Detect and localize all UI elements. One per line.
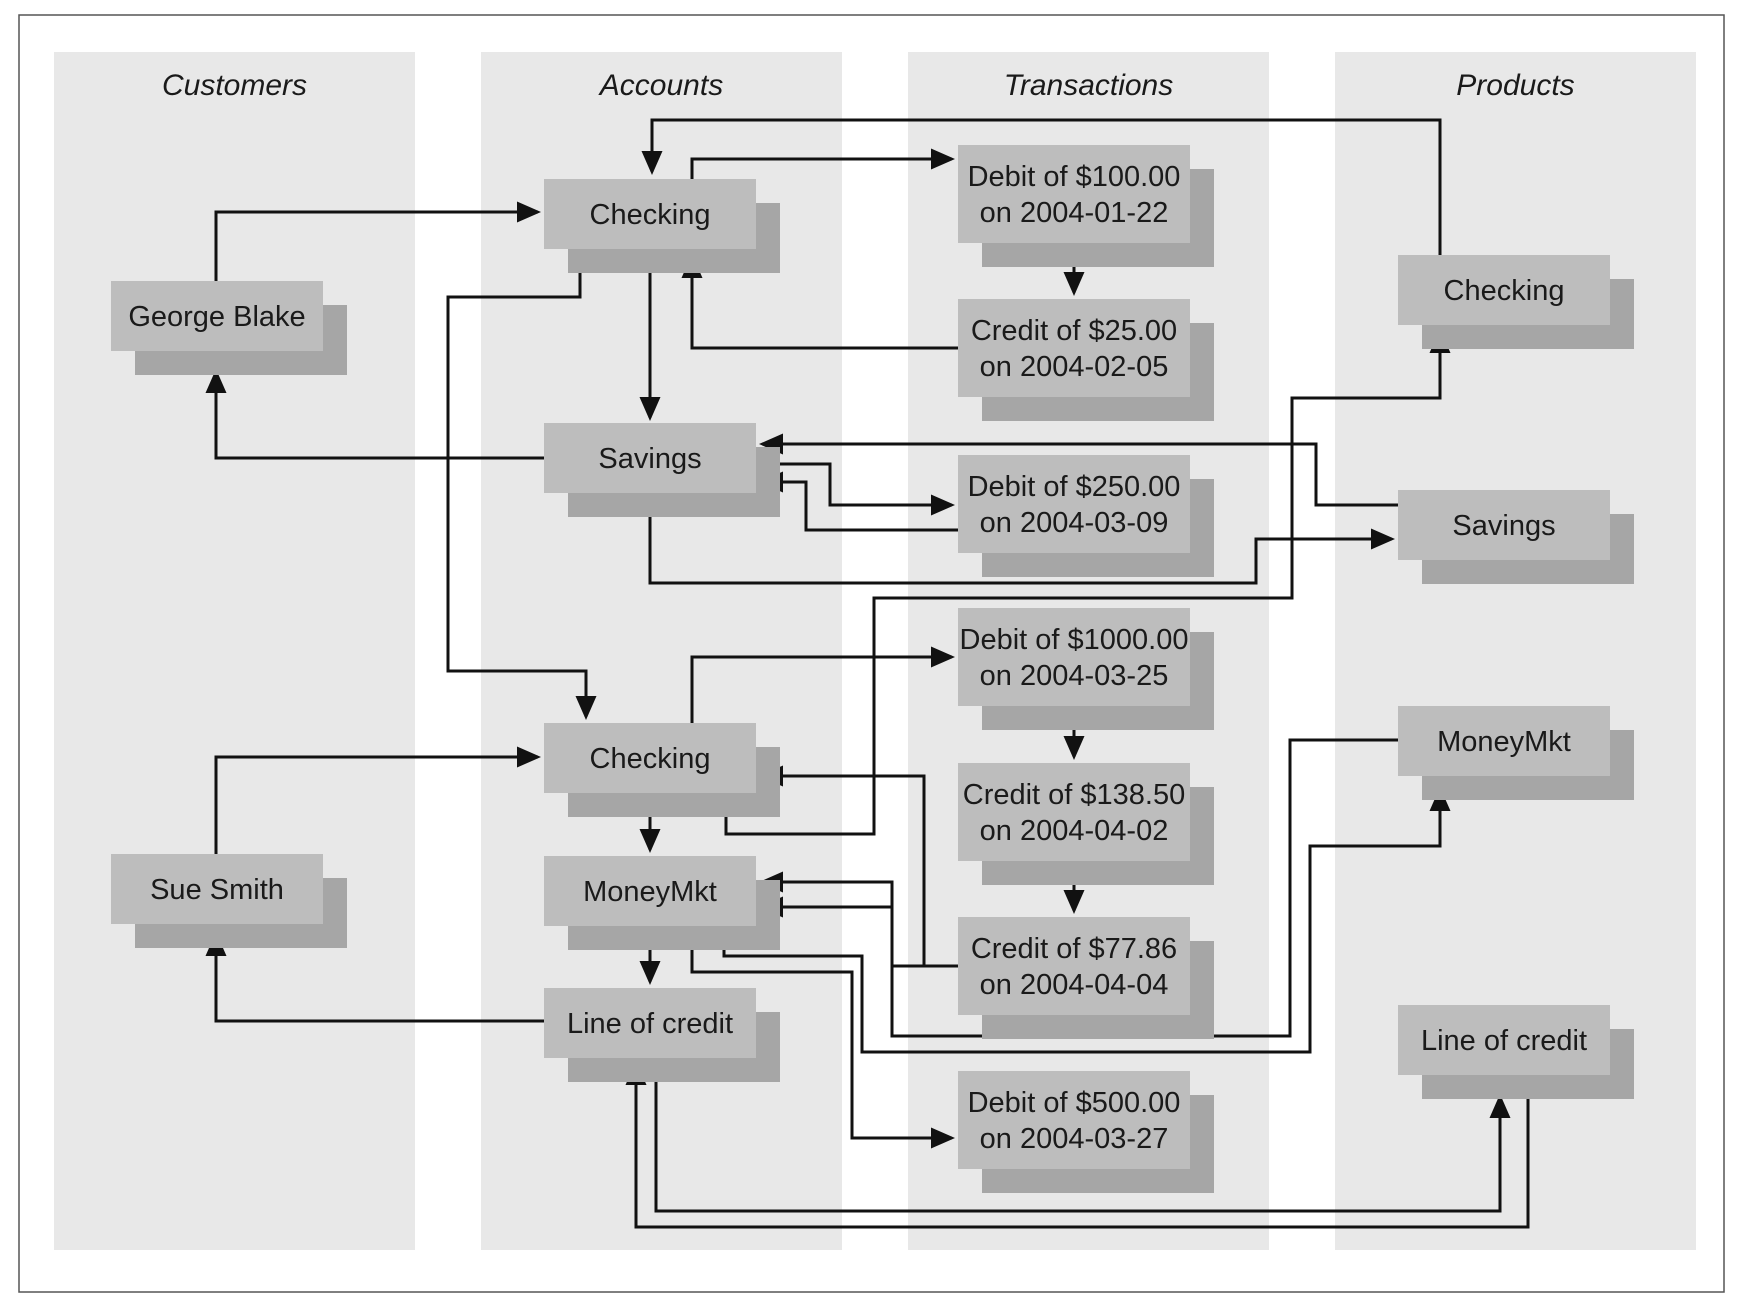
- box: [958, 763, 1190, 861]
- arrow-acc-savings-1-to-prod-savings: [648, 493, 1395, 585]
- node-label: Savings: [1452, 510, 1555, 542]
- arrow-cust-george-to-acc-checking-1: [214, 201, 541, 281]
- box: [544, 988, 756, 1058]
- arrow-prod-checking-to-acc-checking-1: [641, 118, 1442, 255]
- node-tx-4: Debit of $1000.00 on 2004-03-25: [958, 608, 1214, 730]
- node-label: Checking: [1444, 275, 1565, 307]
- node-label: on 2004-02-05: [980, 351, 1169, 383]
- node-label: Credit of $25.00: [971, 315, 1177, 347]
- box: [544, 423, 756, 493]
- box: [111, 281, 323, 351]
- node-label: Debit of $250.00: [968, 471, 1181, 503]
- arrow-acc-moneymkt-to-tx-7: [690, 926, 955, 1149]
- node-tx-3: Debit of $250.00 on 2004-03-09: [958, 455, 1214, 577]
- column-title-customers: Customers: [162, 69, 307, 102]
- node-acc-loc: Line of credit: [544, 988, 780, 1082]
- node-label: MoneyMkt: [1437, 726, 1571, 758]
- node-prod-savings: Savings: [1398, 490, 1634, 584]
- node-acc-checking-2: Checking: [544, 723, 780, 817]
- column-title-products: Products: [1456, 69, 1574, 102]
- node-label: George Blake: [128, 301, 305, 333]
- box: [111, 854, 323, 924]
- arrow-acc-loc-to-cust-sue: [205, 932, 544, 1023]
- node-label: Debit of $100.00: [968, 161, 1181, 193]
- node-label: on 2004-03-27: [980, 1123, 1169, 1155]
- arrow-cust-sue-to-acc-checking-2: [214, 746, 541, 854]
- arrow-prod-loc-to-acc-loc: [625, 1061, 1530, 1229]
- box: [1398, 490, 1610, 560]
- node-label: Debit of $500.00: [968, 1087, 1181, 1119]
- box: [958, 299, 1190, 397]
- node-label: Credit of $77.86: [971, 933, 1177, 965]
- box: [1398, 1005, 1610, 1075]
- node-label: on 2004-03-25: [980, 660, 1169, 692]
- relationship-arrows: [205, 118, 1530, 1229]
- node-label: Savings: [598, 443, 701, 475]
- node-label: on 2004-04-04: [980, 969, 1169, 1001]
- node-label: Credit of $138.50: [963, 779, 1185, 811]
- node-tx-2: Credit of $25.00 on 2004-02-05: [958, 299, 1214, 421]
- node-prod-loc: Line of credit: [1398, 1005, 1634, 1099]
- node-prod-checking: Checking: [1398, 255, 1634, 349]
- node-acc-savings-1: Savings: [544, 423, 780, 517]
- outer-frame: [18, 14, 1725, 1293]
- node-tx-7: Debit of $500.00 on 2004-03-27: [958, 1071, 1214, 1193]
- box: [958, 608, 1190, 706]
- node-label: Checking: [590, 743, 711, 775]
- node-label: on 2004-04-02: [980, 815, 1169, 847]
- arrow-acc-checking-2-to-prod-checking: [724, 329, 1451, 836]
- box: [544, 856, 756, 926]
- node-label: Checking: [590, 199, 711, 231]
- node-cust-sue: Sue Smith: [111, 854, 347, 948]
- arrow-acc-loc-to-prod-loc: [654, 1058, 1511, 1213]
- arrow-acc-savings-1-to-tx-3: [756, 462, 955, 516]
- column-title-transactions: Transactions: [1004, 69, 1174, 102]
- box: [958, 1071, 1190, 1169]
- node-tx-1: Debit of $100.00 on 2004-01-22: [958, 145, 1214, 267]
- arrow-acc-checking-2-to-tx-4: [690, 646, 955, 723]
- node-label: Line of credit: [1421, 1025, 1587, 1057]
- arrow-acc-savings-1-to-cust-george: [205, 369, 544, 460]
- arrow-acc-checking-1-to-tx-1: [690, 148, 955, 179]
- box: [958, 917, 1190, 1015]
- node-prod-moneymkt: MoneyMkt: [1398, 706, 1634, 800]
- arrow-prod-savings-to-acc-savings-1: [759, 433, 1398, 507]
- column-title-accounts: Accounts: [598, 69, 723, 102]
- box: [544, 723, 756, 793]
- box: [544, 179, 756, 249]
- box: [1398, 255, 1610, 325]
- node-label: on 2004-01-22: [980, 197, 1169, 229]
- node-label: on 2004-03-09: [980, 507, 1169, 539]
- arrow-tx-3-to-acc-savings-1: [759, 471, 958, 532]
- arrow-tx-2-to-acc-checking-1: [681, 254, 958, 350]
- node-tx-6: Credit of $77.86 on 2004-04-04: [958, 917, 1214, 1039]
- box: [958, 455, 1190, 553]
- arrow-acc-checking-1-to-acc-checking-2: [446, 249, 597, 720]
- node-cust-george: George Blake: [111, 281, 347, 375]
- box: [958, 145, 1190, 243]
- node-acc-checking-1: Checking: [544, 179, 780, 273]
- node-label: Line of credit: [567, 1008, 733, 1040]
- arrow-acc-moneymkt-to-prod-moneymkt: [722, 787, 1451, 1054]
- box: [1398, 706, 1610, 776]
- node-label: Sue Smith: [150, 874, 284, 906]
- node-tx-5: Credit of $138.50 on 2004-04-02: [958, 763, 1214, 885]
- column-customers: [54, 52, 415, 1250]
- node-acc-moneymkt: MoneyMkt: [544, 856, 780, 950]
- node-label: Debit of $1000.00: [960, 624, 1189, 656]
- node-label: MoneyMkt: [583, 876, 717, 908]
